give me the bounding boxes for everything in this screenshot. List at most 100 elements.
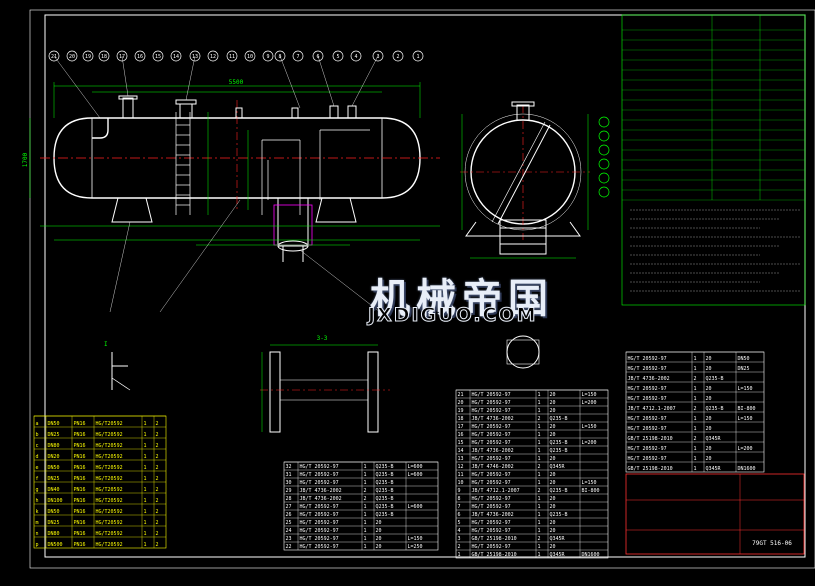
table-cell: JB/T 4746-2002: [472, 464, 514, 470]
table-cell: 32: [286, 464, 292, 470]
table-cell: 1: [364, 528, 367, 534]
table-cell: 1: [694, 356, 697, 362]
table-cell: 1: [538, 552, 541, 558]
table-cell: 13: [458, 456, 464, 462]
table-cell: 25: [286, 520, 292, 526]
table-cell: PN16: [74, 476, 86, 482]
balloon-circle: [98, 50, 110, 62]
table-cell: 20: [550, 472, 556, 478]
table-cell: n: [36, 531, 39, 537]
table-cell: HG/T 20592-97: [472, 408, 511, 414]
table-cell: HG/T 20592-97: [472, 432, 511, 438]
table-cell: p: [36, 542, 39, 548]
table-cell: 3: [458, 536, 461, 542]
table-cell: HG/T 20592-97: [472, 400, 511, 406]
table-cell: 8: [458, 496, 461, 502]
detail-label: I: [104, 341, 108, 348]
table-cell: DN80: [48, 443, 60, 449]
table-cell: HG/T 20592-97: [628, 426, 667, 432]
table-cell: Q235-B: [550, 448, 568, 454]
table-cell: 1: [694, 456, 697, 462]
table-cell: 1: [144, 498, 147, 504]
balloon-label: 7: [296, 54, 299, 60]
table-cell: a: [36, 421, 39, 427]
table-cell: 1: [538, 400, 541, 406]
table-cell: BI-800: [582, 488, 600, 494]
table-cell: JB/T 4736-2002: [472, 416, 514, 422]
balloon-label: 4: [354, 54, 357, 60]
drawing-number: 79GT 516-06: [752, 540, 792, 547]
table-cell: 1: [694, 396, 697, 402]
table-cell: HG/T 20592-97: [472, 440, 511, 446]
table-cell: L=150: [582, 480, 597, 486]
balloon-label: 20: [69, 54, 75, 60]
table-cell: HG/T 20592-97: [628, 356, 667, 362]
table-cell: GB/T 25198-2010: [628, 436, 673, 442]
table-cell: JB/T 4736-2002: [300, 496, 342, 502]
table-cell: 14: [458, 448, 464, 454]
leader-lines: [53, 55, 381, 313]
table-cell: HG/T 20592-97: [472, 520, 511, 526]
table-cell: Q235-B: [376, 504, 394, 510]
table-cell: HG/T 20592-97: [472, 544, 511, 550]
table-cell: 1: [364, 504, 367, 510]
table-cell: HG/T20592: [96, 498, 123, 504]
balloon-label: 15: [155, 54, 161, 60]
table-cell: HG/T 20592-97: [628, 456, 667, 462]
table-cell: 2: [364, 488, 367, 494]
table-cell: 2: [156, 443, 159, 449]
table-cell: 1: [364, 472, 367, 478]
balloon-label: 6: [316, 54, 319, 60]
table-cell: 18: [458, 416, 464, 422]
table-cell: 20: [550, 504, 556, 510]
table-cell: DN80: [48, 531, 60, 537]
top-nozzles: [118, 95, 357, 119]
title-block: [625, 473, 805, 555]
table-cell: DN50: [48, 421, 60, 427]
table-cell: c: [36, 443, 39, 449]
bottom-sump: [277, 197, 309, 262]
balloon-label: 1: [416, 54, 419, 60]
table-cell: 20: [550, 408, 556, 414]
table-cell: HG/T 20592-97: [628, 366, 667, 372]
table-cell: Q345R: [706, 436, 722, 442]
table-cell: GB/T 25198-2010: [472, 536, 517, 542]
table-cell: 26: [286, 512, 292, 518]
table-cell: GB/T 25198-2010: [472, 552, 517, 558]
table-cell: 1: [538, 520, 541, 526]
table-cell: 1: [144, 465, 147, 471]
balloon-circle: [244, 50, 256, 62]
dim-height: 1700: [22, 152, 29, 167]
saddles: [111, 197, 357, 223]
balloon-circle: [226, 50, 238, 62]
balloon-circle: [392, 50, 404, 62]
table-cell: 2: [694, 436, 697, 442]
table-cell: m: [36, 520, 39, 526]
table-cell: 2: [364, 496, 367, 502]
table-cell: b: [36, 432, 39, 438]
table-cell: 20: [706, 356, 712, 362]
table-cell: 6: [458, 512, 461, 518]
watermark-brand: 机械帝国: [370, 276, 554, 322]
table-cell: HG/T20592: [96, 465, 123, 471]
balloon-circle: [207, 50, 219, 62]
table-cell: 1: [144, 509, 147, 515]
table-cell: 1: [364, 544, 367, 550]
table-cell: 1: [364, 480, 367, 486]
table-cell: Q235-B: [376, 472, 394, 478]
table-cell: 31: [286, 472, 292, 478]
table-cell: 1: [538, 472, 541, 478]
balloon-circle: [262, 50, 274, 62]
table-cell: HG/T 20592-97: [472, 480, 511, 486]
side-sump: [465, 219, 581, 255]
table-cell: 17: [458, 424, 464, 430]
table-cell: DN100: [48, 498, 63, 504]
table-cell: 1: [694, 416, 697, 422]
table-cell: PN16: [74, 432, 86, 438]
table-cell: DN25: [48, 476, 60, 482]
table-cell: HG/T20592: [96, 443, 123, 449]
table-cell: L=600: [408, 464, 423, 470]
table-cell: 5: [458, 520, 461, 526]
balloon-circle: [66, 50, 78, 62]
balloon-label: 9: [266, 54, 269, 60]
